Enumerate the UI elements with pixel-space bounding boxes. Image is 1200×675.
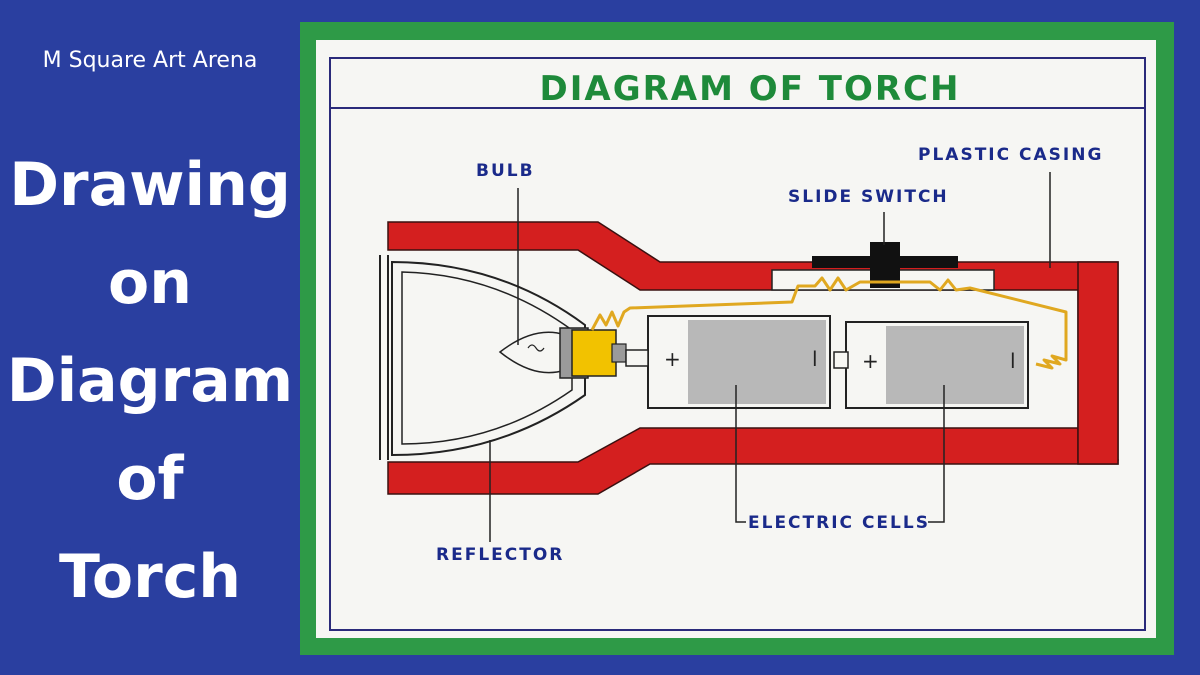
casing-end (1077, 261, 1119, 465)
label-slide-switch: SLIDE SWITCH (788, 187, 949, 207)
title-line-2: on (108, 248, 192, 318)
leader-electric-cells-2 (928, 385, 945, 523)
cell-1-body (688, 320, 826, 404)
channel-name: M Square Art Arena (42, 48, 258, 73)
title-line-4: of (116, 444, 184, 514)
left-panel: M Square Art Arena Drawing on Diagram of… (0, 0, 300, 675)
cell-1-plus: + (664, 347, 681, 371)
bulb-cap (571, 329, 617, 377)
title-line-1: Drawing (9, 150, 291, 220)
title-line-3: Diagram (6, 346, 294, 416)
label-bulb: BULB (476, 161, 535, 181)
leader-electric-cells-1 (735, 385, 746, 523)
cell-1-terminal (625, 349, 649, 367)
bulb-contact (611, 343, 627, 363)
diagram-border (329, 57, 1146, 631)
reflector-inner (401, 271, 573, 445)
cell-2-body (886, 326, 1024, 404)
switch-knob (870, 242, 900, 288)
label-reflector: REFLECTOR (436, 545, 564, 565)
cell-2-terminal (833, 351, 849, 369)
cell-2-minus: l (1010, 349, 1016, 373)
label-plastic-casing: PLASTIC CASING (918, 145, 1103, 165)
cell-2-plus: + (862, 349, 879, 373)
title-line-5: Torch (58, 542, 242, 612)
cell-1-minus: l (812, 347, 818, 371)
bulb-filament (527, 344, 545, 352)
label-electric-cells: ELECTRIC CELLS (748, 513, 930, 533)
diagram-title: DIAGRAM OF TORCH (540, 69, 961, 109)
wire (590, 276, 1068, 370)
